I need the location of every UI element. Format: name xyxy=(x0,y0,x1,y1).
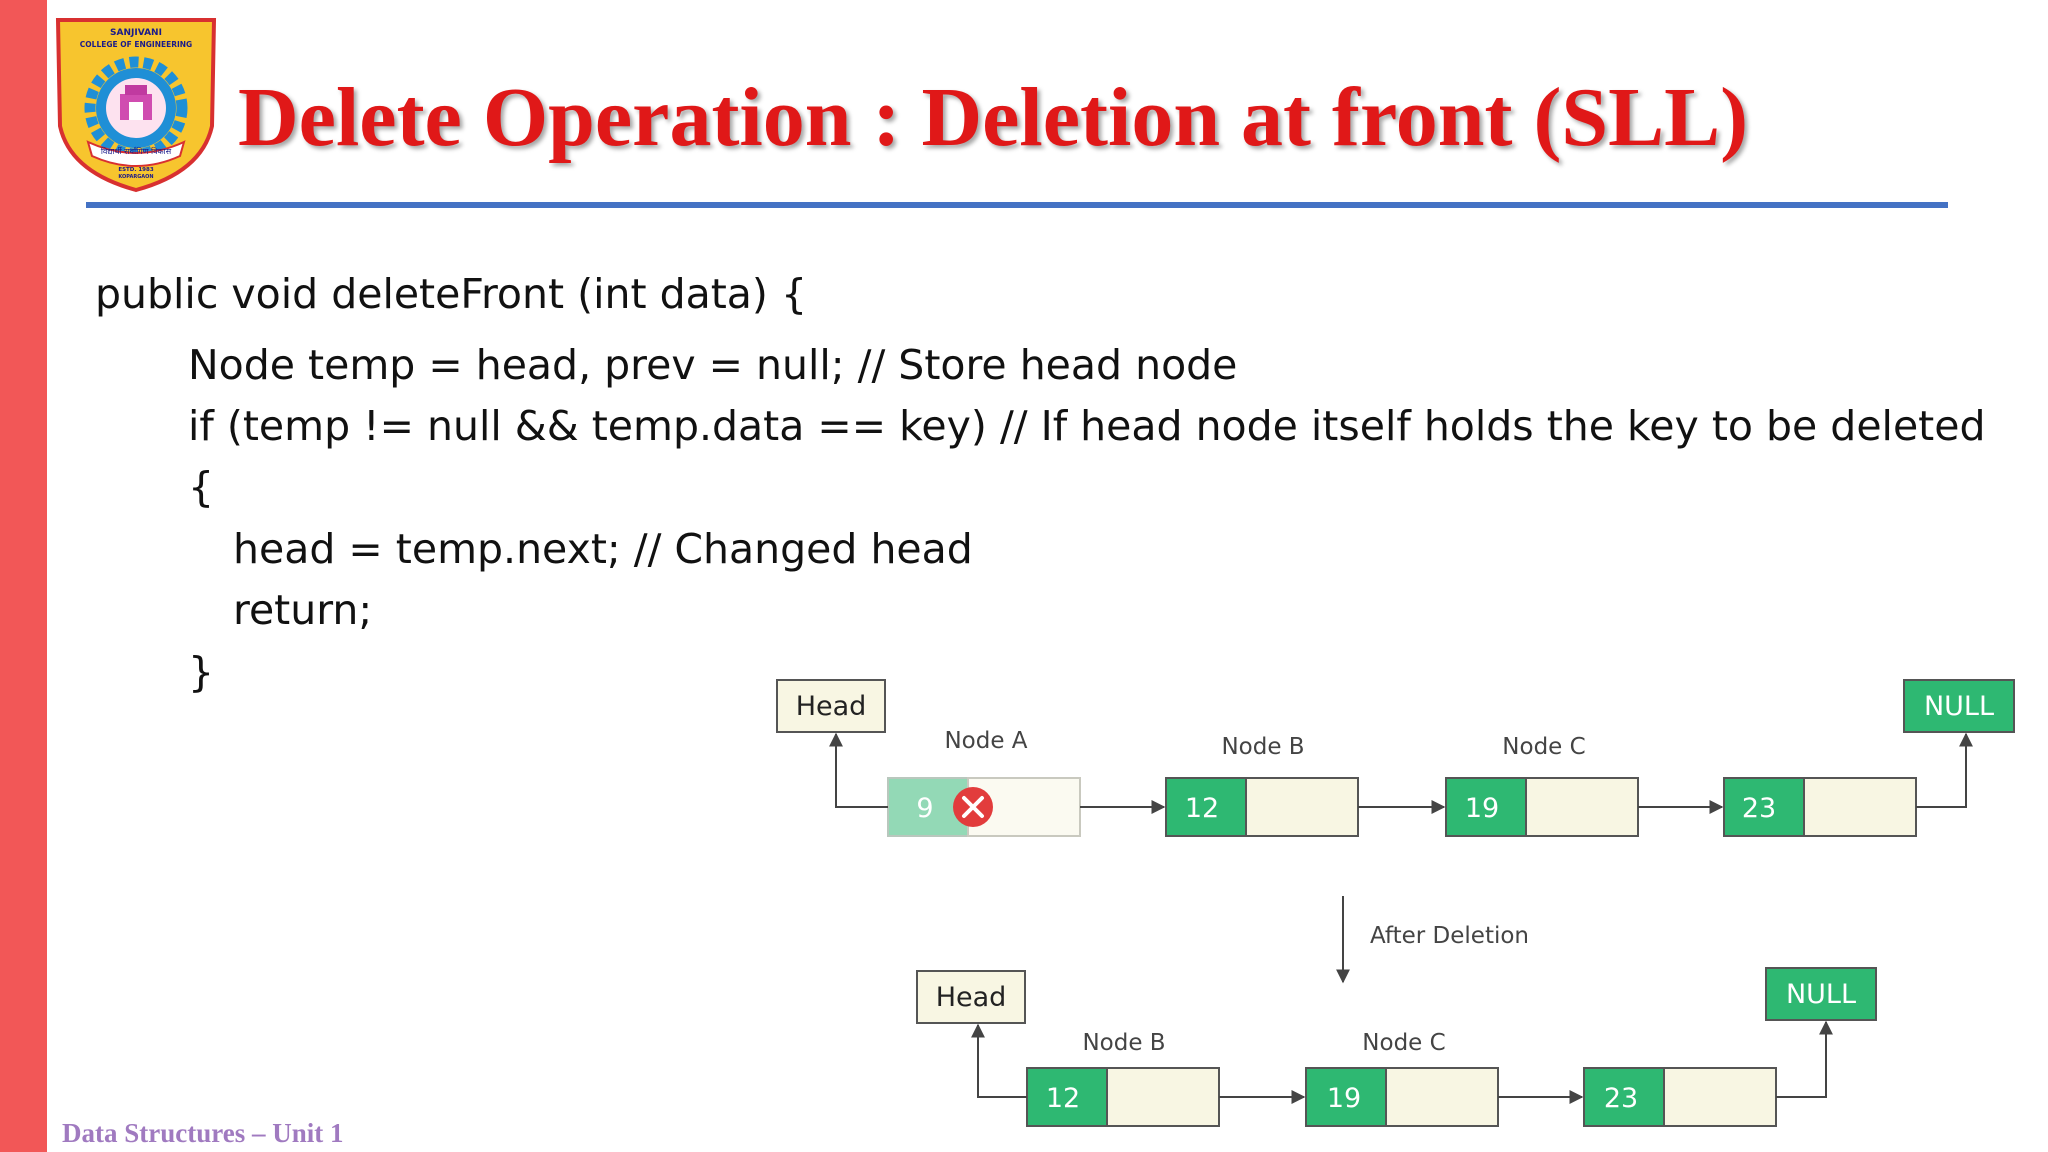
before-node-a-value: 9 xyxy=(916,793,933,824)
before-head-box xyxy=(776,679,886,733)
delete-x-icon xyxy=(953,787,993,827)
after-head-box xyxy=(916,970,1026,1024)
before-node-a-name: Node A xyxy=(944,728,1027,754)
after-node-d-value: 23 xyxy=(1604,1083,1638,1114)
after-node-b-name: Node B xyxy=(1082,1030,1165,1056)
college-logo: SANJIVANI COLLEGE OF ENGINEERING विद्यार… xyxy=(55,18,217,193)
logo-top-text: SANJIVANI xyxy=(110,28,162,38)
before-node-c-name: Node C xyxy=(1502,734,1585,760)
before-null-arrow xyxy=(1916,732,1973,808)
before-node-b-value: 12 xyxy=(1185,793,1219,824)
after-head-arrow xyxy=(971,1023,1027,1098)
after-node-b-value: 12 xyxy=(1046,1083,1080,1114)
before-node-c-value: 19 xyxy=(1465,793,1499,824)
logo-motto-text: विद्यार्थी सर्वांगिण विकास xyxy=(101,146,172,156)
before-head-label: Head xyxy=(796,691,867,722)
after-node-c: 19 xyxy=(1305,1067,1499,1127)
code-line-2: Node temp = head, prev = null; // Store … xyxy=(188,341,1238,389)
code-line-6: return; xyxy=(233,586,373,634)
after-null-label: NULL xyxy=(1786,979,1856,1010)
logo-place-text: KOPARGAON xyxy=(118,174,153,180)
code-line-4: { xyxy=(188,463,215,511)
code-line-5: head = temp.next; // Changed head xyxy=(233,525,973,573)
before-node-d: 23 xyxy=(1723,777,1917,837)
footer-course-label: Data Structures – Unit 1 xyxy=(62,1118,344,1148)
code-line-1: public void deleteFront (int data) { xyxy=(95,270,808,318)
before-null-box xyxy=(1903,679,2015,733)
before-node-b: 12 xyxy=(1165,777,1359,837)
title-underline xyxy=(86,202,1948,208)
after-null-box xyxy=(1765,967,1877,1021)
slide-title: Delete Operation : Deletion at front (SL… xyxy=(238,71,1749,164)
side-accent-bar xyxy=(0,0,47,1152)
code-line-3: if (temp != null && temp.data == key) //… xyxy=(188,402,1986,450)
after-node-b: 12 xyxy=(1026,1067,1220,1127)
code-line-7: } xyxy=(188,648,215,696)
logo-estd-text: ESTD. 1983 xyxy=(118,167,154,173)
before-node-b-name: Node B xyxy=(1221,734,1304,760)
before-node-c: 19 xyxy=(1445,777,1639,837)
after-head-label: Head xyxy=(936,982,1007,1013)
after-null-arrow xyxy=(1776,1020,1833,1098)
before-head-arrow xyxy=(829,732,888,808)
logo-name-text: COLLEGE OF ENGINEERING xyxy=(80,40,192,49)
after-node-c-value: 19 xyxy=(1327,1083,1361,1114)
after-deletion-label: After Deletion xyxy=(1370,923,1529,949)
before-node-d-value: 23 xyxy=(1742,793,1776,824)
before-null-label: NULL xyxy=(1924,691,1994,722)
after-node-d: 23 xyxy=(1583,1067,1777,1127)
after-node-c-name: Node C xyxy=(1362,1030,1445,1056)
